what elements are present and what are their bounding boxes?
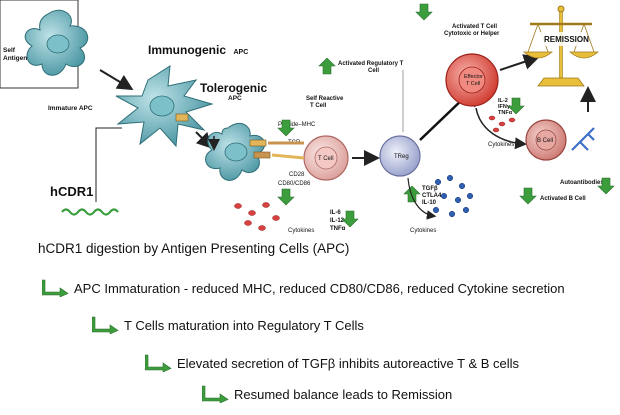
immature-apc-label: Immature APC	[48, 105, 93, 112]
activated-regulatory-label: Activated Regulatory T Cell	[338, 61, 405, 74]
mechanism-diagram: Self Antigen Immature APC Immunogenic AP…	[0, 0, 615, 234]
arrow-effector-to-remission	[499, 54, 540, 71]
effector-label: Effector T Cell	[464, 74, 484, 87]
cytokine-dots-left	[234, 202, 280, 231]
peptide-mhc-label: Peptide–MHC	[278, 122, 316, 128]
effector-t-cell	[445, 53, 499, 107]
cd80-down-arrow	[277, 188, 295, 206]
arrow-immature-to-immunogenic	[99, 69, 134, 91]
step-arrow-icon	[145, 354, 172, 372]
step-3-text: Elevated secretion of TGFβ inhibits auto…	[177, 355, 520, 371]
balance-scale-icon	[522, 5, 600, 87]
step-arrow-icon	[42, 279, 69, 297]
cytokines-mid-label: Cytokines	[410, 228, 436, 234]
hcdr1-connector	[95, 127, 122, 202]
tolerogenic-apc-cell	[205, 123, 271, 181]
immature-apc-cell	[24, 9, 89, 76]
activated-b-cell-label: Activated B Cell	[540, 196, 586, 202]
treg-up-arrow	[318, 57, 336, 75]
autoantibodies-label: Autoantibodies	[560, 180, 604, 186]
hcdr1-label: hCDR1	[50, 184, 93, 199]
step-1-text: APC Immaturation - reduced MHC, reduced …	[74, 280, 565, 296]
tolerogenic-apc-suffix: APC	[228, 95, 242, 102]
tolerogenic-label: Tolerogenic	[200, 81, 267, 95]
b-cell	[525, 119, 567, 161]
step-2: T Cells maturation into Regulatory T Cel…	[92, 316, 364, 334]
step-2-text: T Cells maturation into Regulatory T Cel…	[124, 317, 364, 333]
bcell-down-arrow	[519, 187, 537, 205]
arrow-effector-to-bcell	[475, 107, 527, 150]
tgf-list: TGFβ CTLA4 IL-10	[422, 186, 443, 206]
step-arrow-icon	[92, 316, 119, 334]
tgf-up-arrow	[403, 185, 421, 203]
self-reactive-t-cell	[303, 135, 349, 181]
hcdr1-peptide	[61, 208, 119, 216]
self-reactive-label: Self Reactive T Cell	[306, 96, 345, 109]
il-list-left: IL-6 IL-12 TNFα	[330, 210, 346, 232]
treg-label: TReg	[394, 154, 409, 160]
step-4-text: Resumed balance leads to Remission	[234, 386, 453, 402]
treg-cell	[379, 135, 421, 177]
step-1: APC Immaturation - reduced MHC, reduced …	[42, 279, 565, 297]
inhibition-line	[419, 95, 467, 141]
immunogenic-label: Immunogenic APC	[148, 41, 248, 58]
arrow-treg-to-cytokines	[407, 177, 437, 220]
il-left-down-arrow	[341, 210, 359, 228]
cytokines-right-label: Cytokines	[488, 142, 514, 148]
cd80-86-label: CD80/CD86	[278, 181, 311, 187]
step-3: Elevated secretion of TGFβ inhibits auto…	[145, 354, 519, 372]
cd28-label: CD28	[289, 172, 305, 178]
activated-t-cell-label: Activated T Cell Cytotoxic or Helper	[444, 24, 500, 37]
cytokine-dots-right	[488, 115, 516, 133]
step-arrow-icon	[202, 385, 229, 403]
effector-down-arrow	[415, 3, 433, 21]
il-list-right: IL-2 IFNγ TNFα	[498, 98, 513, 116]
diagram-caption: hCDR1 digestion by Antigen Presenting Ce…	[38, 241, 350, 256]
step-4: Resumed balance leads to Remission	[202, 385, 452, 403]
b-cell-label: B Cell	[537, 138, 553, 144]
t-cell-label: T Cell	[318, 156, 334, 162]
antibody-icon	[571, 127, 595, 151]
remission-label: REMISSION	[544, 35, 589, 44]
remission-label-bg	[540, 32, 584, 46]
immunogenic-apc-cell	[115, 65, 214, 148]
cytokines-left-label: Cytokines	[288, 228, 314, 234]
self-antigen-label: Self Antigen	[3, 47, 27, 62]
synapse-cd28	[271, 153, 305, 160]
